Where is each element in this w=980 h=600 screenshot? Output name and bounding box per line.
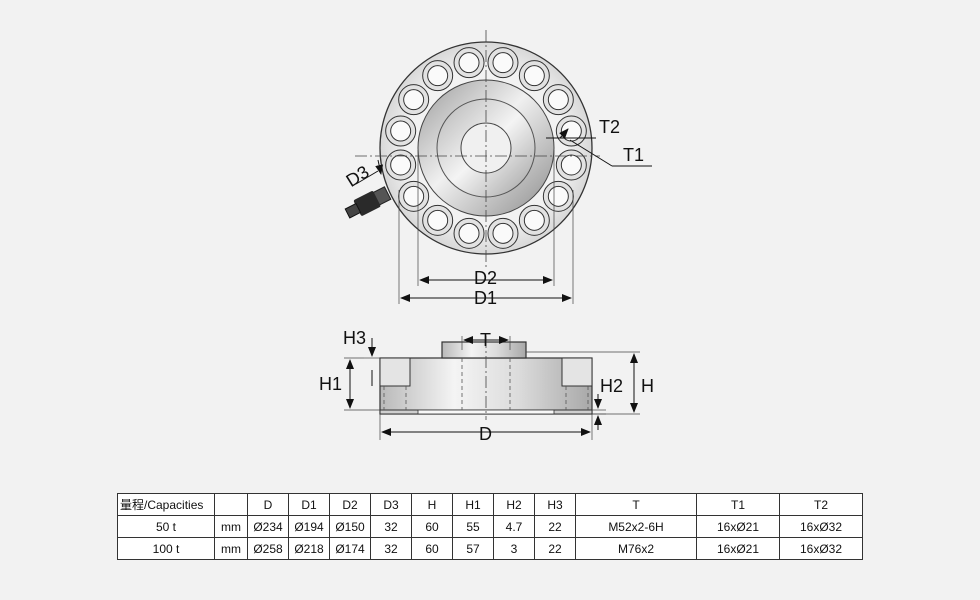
- table-header-cell: H1: [452, 493, 494, 516]
- bolt-hole: [492, 52, 514, 74]
- top-view: D3 T2 T1 D2 D1: [343, 30, 652, 308]
- table-cell: Ø234: [247, 515, 289, 538]
- technical-drawing: D3 T2 T1 D2 D1: [319, 30, 654, 444]
- table-cell: M76x2: [575, 537, 697, 560]
- table-cell: 22: [534, 537, 576, 560]
- left-recess: [379, 357, 411, 387]
- bolt-hole: [427, 65, 449, 87]
- cable-connector: [344, 186, 392, 219]
- table-header-cell: H2: [493, 493, 535, 516]
- bolt-hole: [523, 65, 545, 87]
- table-cell: 16xØ21: [696, 515, 780, 538]
- table-cell: 16xØ32: [779, 537, 863, 560]
- table-row: 100 t mm Ø258 Ø218 Ø174 32 60 57 3 22 M7…: [117, 537, 863, 560]
- table-header-cell: D1: [288, 493, 330, 516]
- t1-leader: [569, 139, 613, 167]
- d3-leader: [355, 170, 379, 185]
- table-header-cell: T: [575, 493, 697, 516]
- table-cell: mm: [214, 515, 248, 538]
- label-h1: H1: [319, 374, 342, 394]
- label-t2: T2: [599, 117, 620, 137]
- bolt-hole: [547, 89, 569, 111]
- table-cell: 55: [452, 515, 494, 538]
- label-d2: D2: [474, 268, 497, 288]
- bolt-hole: [458, 222, 480, 244]
- table-header-cell: H3: [534, 493, 576, 516]
- table-header-cell: D3: [370, 493, 412, 516]
- spec-table: 量程/Capacities D D1 D2 D3 H H1 H2 H3 T T1…: [117, 493, 863, 560]
- table-cell: 32: [370, 537, 412, 560]
- table-cell: Ø218: [288, 537, 330, 560]
- table-cell: 16xØ32: [779, 515, 863, 538]
- label-d1: D1: [474, 288, 497, 308]
- bolt-hole: [427, 209, 449, 231]
- label-h: H: [641, 376, 654, 396]
- bolt-hole: [492, 222, 514, 244]
- hidden-lines: [383, 358, 589, 410]
- table-cell: 60: [411, 515, 453, 538]
- bolt-hole: [390, 154, 412, 176]
- table-cell: 60: [411, 537, 453, 560]
- bolt-hole: [560, 154, 582, 176]
- table-header-cell: T2: [779, 493, 863, 516]
- right-recess: [561, 357, 593, 387]
- t2-arrow: [559, 128, 569, 139]
- table-header-cell: [214, 493, 248, 516]
- bolt-hole: [403, 185, 425, 207]
- bolt-hole: [390, 120, 412, 142]
- bolt-hole: [458, 52, 480, 74]
- bolt-hole: [403, 89, 425, 111]
- label-t: T: [480, 330, 491, 350]
- table-cell: M52x2-6H: [575, 515, 697, 538]
- table-cell: 4.7: [493, 515, 535, 538]
- table-header-cell: H: [411, 493, 453, 516]
- bolt-holes: [385, 47, 587, 249]
- label-t1: T1: [623, 145, 644, 165]
- d3-arrow: [375, 159, 384, 175]
- label-h3: H3: [343, 328, 366, 348]
- table-row: 50 t mm Ø234 Ø194 Ø150 32 60 55 4.7 22 M…: [117, 515, 863, 538]
- label-h2: H2: [600, 376, 623, 396]
- table-cell: 57: [452, 537, 494, 560]
- table-cell: 32: [370, 515, 412, 538]
- table-header-cell: D2: [329, 493, 371, 516]
- table-cell: Ø174: [329, 537, 371, 560]
- label-d3: D3: [343, 162, 373, 191]
- table-cell: Ø258: [247, 537, 289, 560]
- table-header-cell: T1: [696, 493, 780, 516]
- table-header-row: 量程/Capacities D D1 D2 D3 H H1 H2 H3 T T1…: [117, 493, 863, 516]
- table-cell: 3: [493, 537, 535, 560]
- bolt-hole: [523, 209, 545, 231]
- bolt-hole: [547, 185, 569, 207]
- table-header-cell: 量程/Capacities: [117, 493, 215, 516]
- side-view: T H3 H1 H2 H D: [319, 328, 654, 444]
- table-cell: mm: [214, 537, 248, 560]
- label-d: D: [479, 424, 492, 444]
- table-cell: 16xØ21: [696, 537, 780, 560]
- table-header-cell: D: [247, 493, 289, 516]
- table-cell: 22: [534, 515, 576, 538]
- table-cell: 50 t: [117, 515, 215, 538]
- table-cell: 100 t: [117, 537, 215, 560]
- table-cell: Ø150: [329, 515, 371, 538]
- table-cell: Ø194: [288, 515, 330, 538]
